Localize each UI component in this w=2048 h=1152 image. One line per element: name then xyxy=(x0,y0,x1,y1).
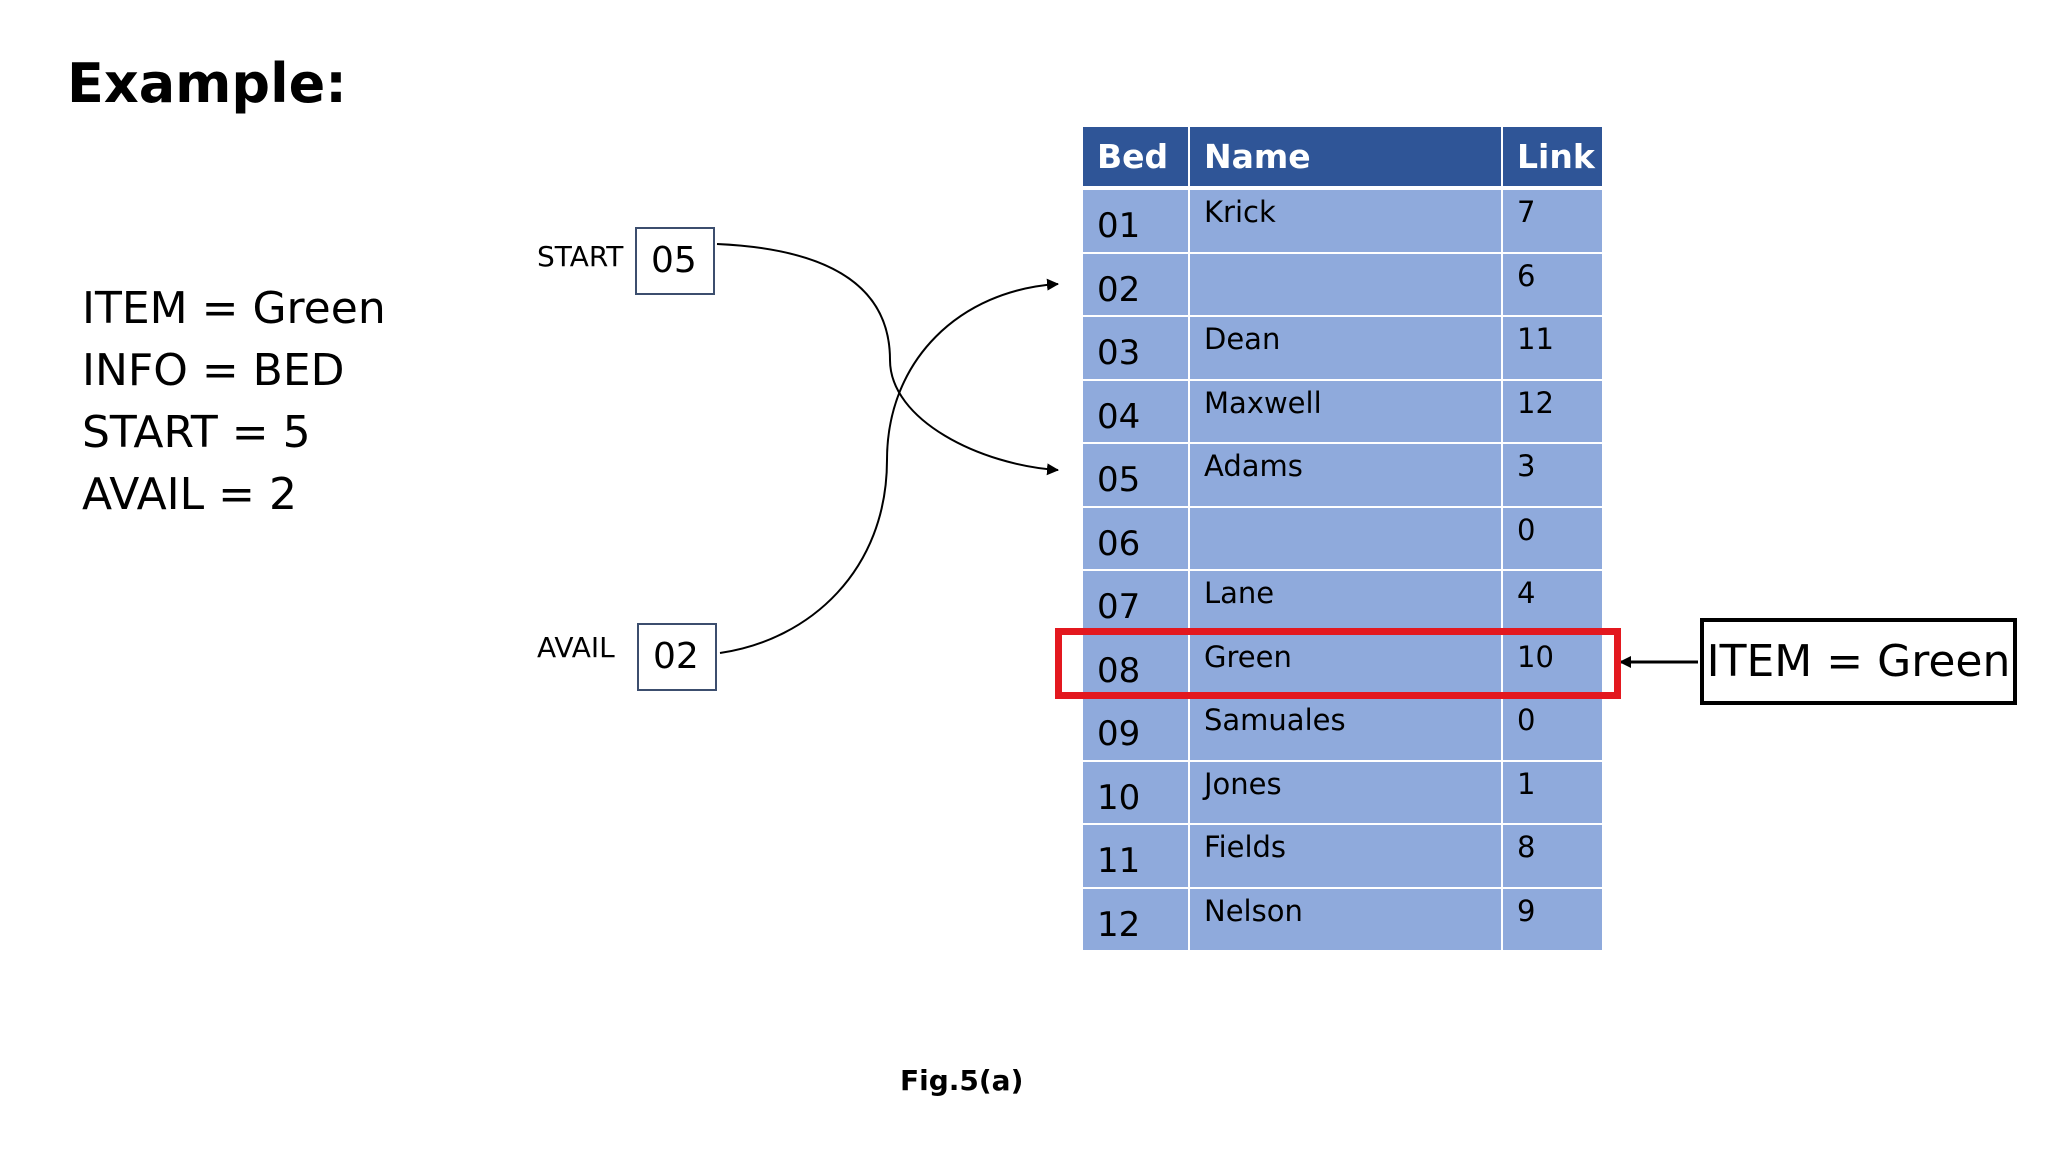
avail-pointer-box: 02 xyxy=(637,623,717,691)
bed-cell: 02 xyxy=(1083,253,1190,315)
bed-cell: 07 xyxy=(1083,571,1190,633)
link-cell: 0 xyxy=(1517,703,1536,737)
header-name: Name xyxy=(1190,127,1503,186)
name-cell: Adams xyxy=(1190,444,1503,506)
table-row: 09 Samuales 0 xyxy=(1083,698,1602,762)
figure-caption: Fig.5(a) xyxy=(900,1064,1024,1097)
bed-cell: 10 xyxy=(1083,761,1190,823)
link-cell: 3 xyxy=(1517,449,1536,483)
header-link: Link xyxy=(1517,137,1595,176)
link-cell: 12 xyxy=(1517,385,1554,420)
name-cell xyxy=(1190,507,1503,569)
avail-arrow xyxy=(719,278,1059,654)
bed-cell: 05 xyxy=(1083,444,1190,506)
bed-cell: 11 xyxy=(1083,825,1190,887)
header-bed: Bed xyxy=(1083,127,1190,186)
name-cell: Krick xyxy=(1190,190,1503,252)
table-row: 01 Krick 7 xyxy=(1083,190,1602,254)
variable-avail: AVAIL = 2 xyxy=(82,469,297,520)
name-cell: Nelson xyxy=(1190,888,1503,950)
table-header: Bed Name Link xyxy=(1083,127,1602,190)
link-cell: 7 xyxy=(1517,195,1536,229)
start-pointer-box: 05 xyxy=(635,227,715,295)
bed-cell: 01 xyxy=(1083,190,1190,252)
table-row: 03 Dean 11 xyxy=(1083,317,1602,381)
bed-cell: 03 xyxy=(1083,317,1190,379)
name-cell: Lane xyxy=(1190,571,1503,633)
name-cell: Jones xyxy=(1190,761,1503,823)
bed-cell: 12 xyxy=(1083,888,1190,950)
link-cell: 10 xyxy=(1517,639,1554,674)
avail-label: AVAIL xyxy=(537,631,615,664)
table-row: 05 Adams 3 xyxy=(1083,444,1602,508)
name-cell: Dean xyxy=(1190,317,1503,379)
table-row-highlighted: 08 Green 10 xyxy=(1083,634,1602,698)
table-row: 11 Fields 8 xyxy=(1083,825,1602,889)
link-cell: 1 xyxy=(1517,766,1536,801)
table-row: 02 6 xyxy=(1083,253,1602,317)
table-row: 12 Nelson 9 xyxy=(1083,888,1602,952)
link-cell: 11 xyxy=(1517,322,1554,356)
variable-list: ITEM = Green INFO = BED START = 5 AVAIL … xyxy=(82,278,386,526)
variable-info: INFO = BED xyxy=(82,345,345,396)
bed-cell: 06 xyxy=(1083,507,1190,569)
name-cell: Green xyxy=(1190,634,1503,696)
item-callout-box: ITEM = Green xyxy=(1700,618,2017,705)
link-cell: 8 xyxy=(1517,830,1536,864)
link-cell: 6 xyxy=(1517,258,1536,293)
link-cell: 9 xyxy=(1517,893,1536,928)
green-row-highlight xyxy=(1055,628,1621,699)
name-cell xyxy=(1190,253,1503,315)
start-label: START xyxy=(537,240,624,273)
start-arrow xyxy=(716,243,1059,476)
variable-start: START = 5 xyxy=(82,407,311,458)
table-row: 07 Lane 4 xyxy=(1083,571,1602,635)
name-cell: Samuales xyxy=(1190,698,1503,760)
table-row: 06 0 xyxy=(1083,507,1602,571)
link-cell: 0 xyxy=(1517,512,1536,547)
bed-cell: 08 xyxy=(1083,634,1190,696)
bed-table: Bed Name Link 01 Krick 7 02 6 03 Dean 11… xyxy=(1083,127,1602,952)
variable-item: ITEM = Green xyxy=(82,283,386,334)
bed-cell: 04 xyxy=(1083,380,1190,442)
table-row: 04 Maxwell 12 xyxy=(1083,380,1602,444)
link-cell: 4 xyxy=(1517,576,1536,610)
bed-cell: 09 xyxy=(1083,698,1190,760)
name-cell: Fields xyxy=(1190,825,1503,887)
name-cell: Maxwell xyxy=(1190,380,1503,442)
slide-title: Example: xyxy=(67,52,347,115)
table-row: 10 Jones 1 xyxy=(1083,761,1602,825)
